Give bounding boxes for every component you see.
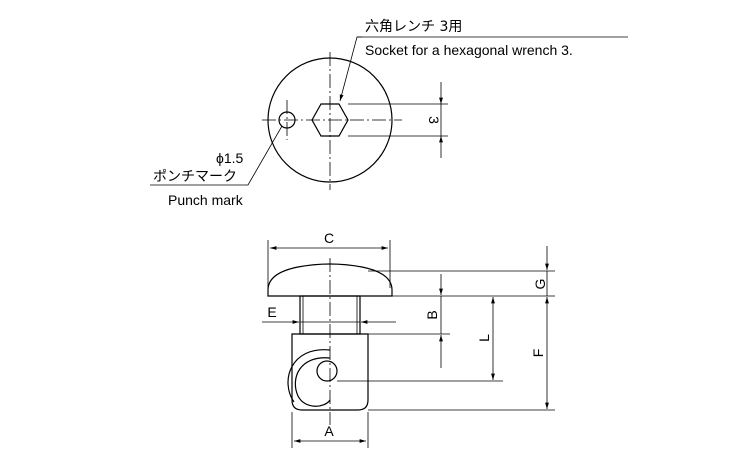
dim-g-label: G — [532, 279, 548, 290]
punch-mark-circle — [278, 111, 296, 129]
punch-leader-line — [150, 125, 283, 186]
hex-dim-value: 3 — [426, 116, 442, 124]
socket-leader-line — [339, 36, 362, 102]
dim-e-label: E — [267, 304, 276, 320]
dim-b-label: B — [424, 310, 440, 319]
socket-label-en: Socket for a hexagonal wrench 3. — [365, 42, 573, 58]
body — [291, 333, 369, 411]
socket-label-jp: 六角レンチ 3用 — [365, 19, 462, 35]
punch-label-en: Punch mark — [168, 192, 244, 208]
cross-pin-circle — [316, 360, 338, 382]
dim-a-label: A — [324, 423, 334, 439]
dome-head — [267, 263, 393, 297]
punch-label-jp: ポンチマーク — [153, 169, 237, 185]
dim-f-label: F — [530, 349, 546, 358]
dim-c-label: C — [324, 230, 334, 246]
side-view: C G B L F E A — [262, 230, 555, 448]
cam-slot-curve — [294, 357, 331, 407]
head-circle — [267, 57, 393, 183]
dim-l-label: L — [476, 334, 492, 342]
cam-slot-outer — [287, 349, 331, 403]
top-view: 六角レンチ 3用 Socket for a hexagonal wrench 3… — [150, 19, 628, 208]
phi-label: ϕ1.5 — [216, 150, 244, 166]
hex-socket — [311, 103, 349, 137]
